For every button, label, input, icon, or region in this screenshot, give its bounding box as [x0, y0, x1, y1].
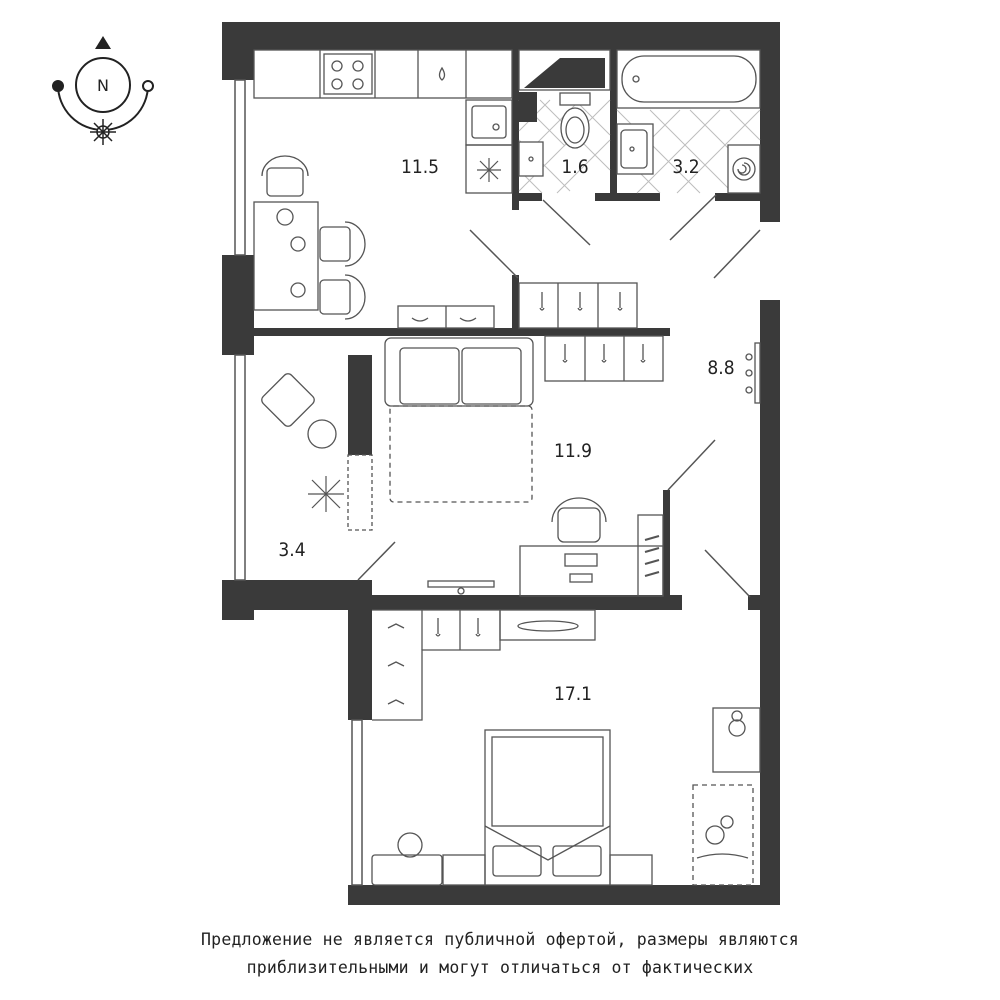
nightstand: [442, 854, 486, 886]
pillow: [552, 845, 602, 877]
kitchen-door: [469, 229, 519, 279]
area-bedroom: 17.1: [554, 683, 592, 705]
area-balcony: 3.4: [278, 539, 305, 561]
compass-circle: [75, 57, 131, 113]
hall-door: [713, 229, 761, 279]
chair: [557, 507, 601, 543]
plant-icon: [308, 476, 344, 512]
coat-rack: [754, 342, 761, 404]
balcony-cabinet: [347, 454, 373, 531]
toy-box: [712, 707, 761, 773]
toilet-tank: [559, 92, 591, 106]
area-living: 11.9: [554, 440, 592, 462]
dresser: [499, 609, 596, 641]
bedroom-furniture: [371, 609, 761, 886]
side-table: [307, 419, 337, 449]
shoe-rack: [637, 514, 664, 597]
disclaimer-line-2: приблизительными и могут отличаться от ф…: [246, 958, 754, 977]
bedroom-window: [351, 719, 363, 886]
pillow: [492, 845, 542, 877]
dining-table: [253, 201, 319, 311]
hall-furniture: [518, 282, 761, 404]
balcony-furniture: [261, 373, 373, 531]
disclaimer-line-1: Предложение не является публичной оферто…: [201, 930, 799, 949]
area-wc: 1.6: [561, 156, 588, 178]
double-bed: [484, 729, 611, 886]
windows: [234, 79, 774, 886]
corner-wardrobe: [372, 609, 501, 721]
armchair: [261, 373, 315, 427]
bedroom-door: [704, 549, 751, 598]
laptop-icon: [564, 553, 598, 567]
wardrobe: [544, 335, 664, 382]
living-furniture: [384, 337, 664, 597]
hall-window: [764, 222, 774, 300]
compass: [52, 36, 154, 145]
teddy-bear-icon: [728, 719, 746, 737]
wardrobe: [518, 282, 638, 329]
chair: [319, 226, 351, 262]
living-door: [667, 439, 716, 491]
kitchen-furniture: [253, 49, 513, 329]
bathroom-door: [669, 194, 717, 241]
area-kitchen: 11.5: [401, 156, 439, 178]
sun-icon: [90, 119, 116, 145]
area-hall: 8.8: [707, 357, 734, 379]
stove-icon: [323, 53, 373, 95]
crib: [692, 784, 754, 886]
fridge: [465, 144, 513, 194]
chair: [319, 279, 351, 315]
teddy-bear-icon: [705, 825, 725, 845]
compass-letter: N: [97, 76, 109, 95]
area-bathroom: 3.2: [672, 156, 699, 178]
balcony-window: [234, 354, 246, 581]
stool: [397, 832, 423, 858]
kitchen-counter: [253, 49, 513, 99]
bathroom-fixtures: [616, 49, 761, 194]
north-arrow-icon: [95, 36, 111, 49]
nightstand: [609, 854, 653, 886]
water-drop-icon: [438, 66, 446, 81]
chair: [266, 167, 304, 197]
walls: [222, 22, 780, 905]
balcony-door: [357, 541, 396, 581]
kitchen-window: [234, 79, 246, 256]
doors: [357, 194, 761, 598]
snowflake-icon: [477, 158, 501, 182]
tv-stand: [427, 580, 495, 588]
wc-fixtures: [518, 49, 611, 177]
wc-door: [542, 199, 591, 246]
vanity-table: [371, 854, 443, 886]
sofa-extension: [389, 405, 533, 503]
